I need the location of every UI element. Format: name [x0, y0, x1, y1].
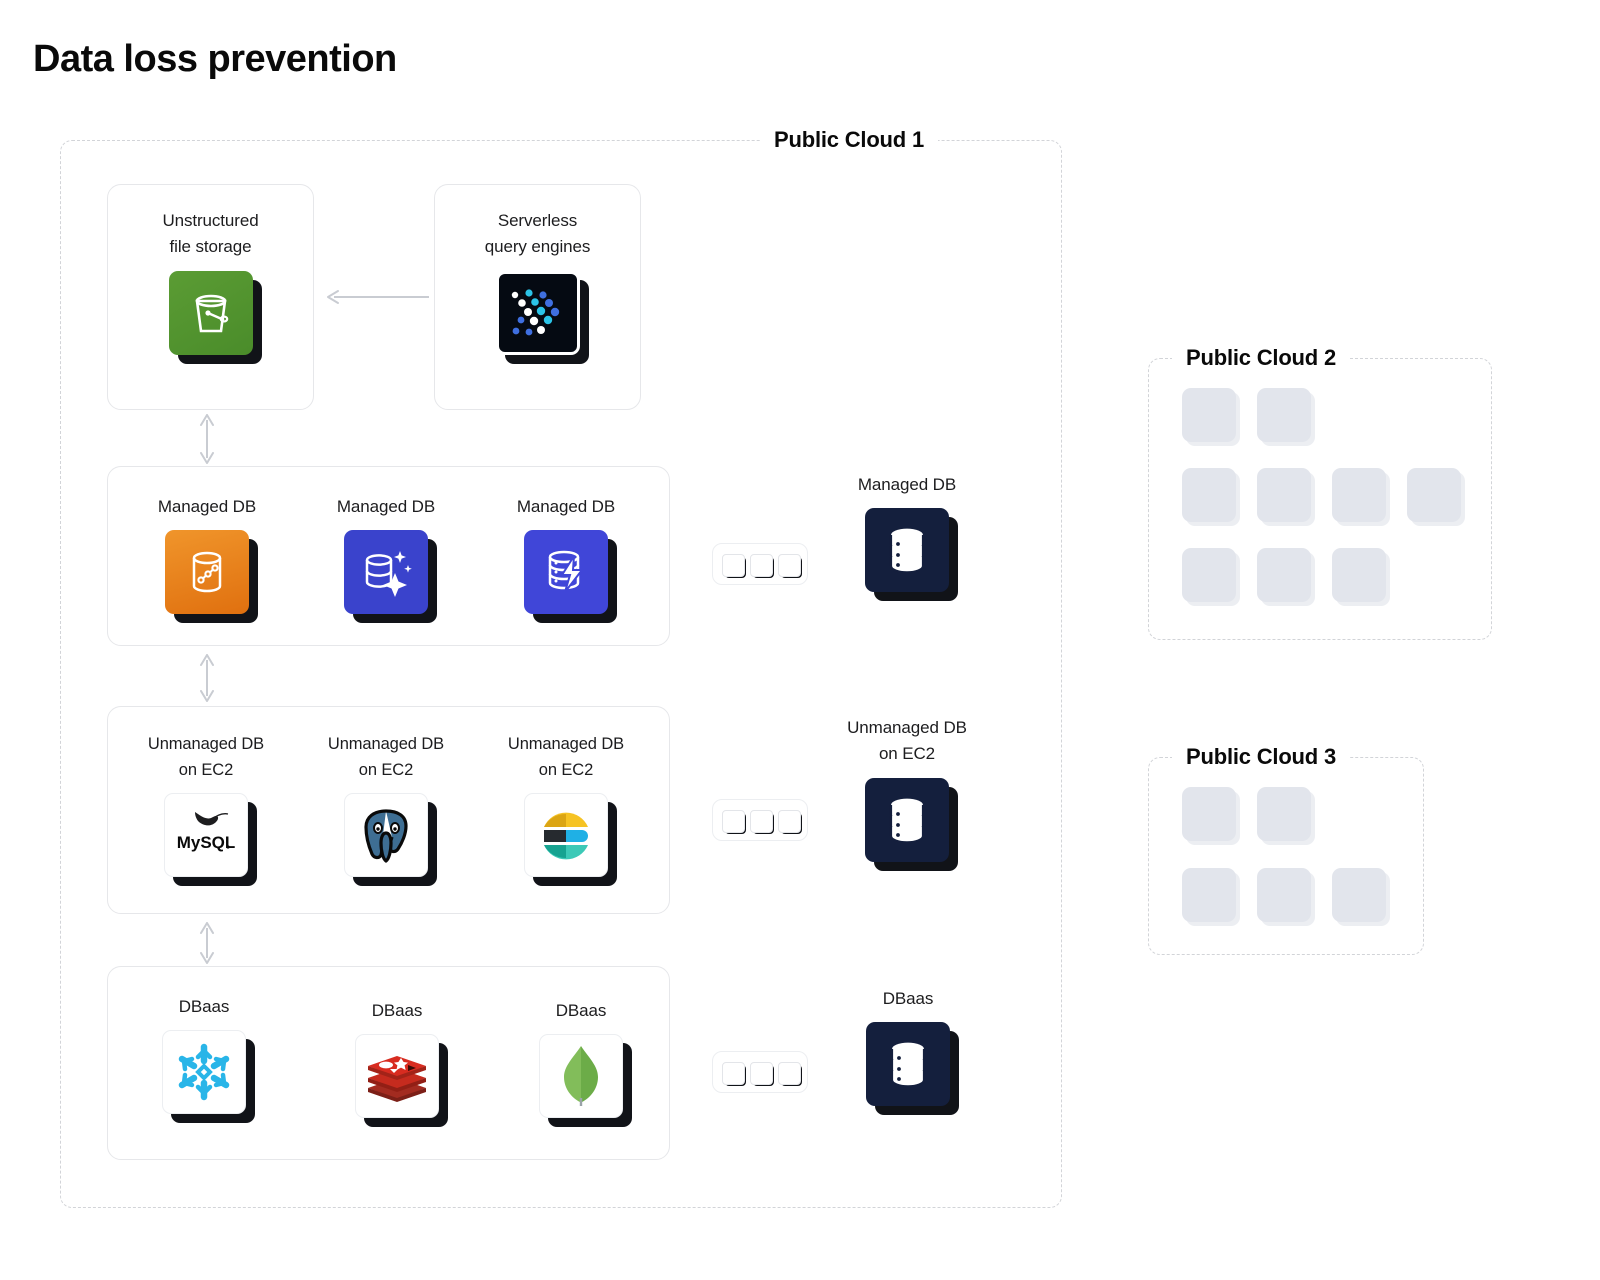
node-dbaas-redis[interactable]: DBaas: [327, 998, 467, 1128]
redshift-icon: [165, 530, 249, 615]
node-label: Unmanaged DB on EC2: [507, 735, 625, 779]
icon-stack: [866, 1022, 959, 1116]
s3-bucket-icon: [168, 270, 253, 355]
icon-stack: [539, 1034, 632, 1128]
chip-square: [749, 1061, 774, 1086]
icon-stack: [162, 1030, 255, 1124]
icon-stack: MySQL: [164, 793, 257, 887]
node-dbaas-mongodb[interactable]: DBaas: [511, 998, 651, 1128]
node-label: DBaas: [178, 997, 230, 1016]
mongodb-icon: [539, 1034, 623, 1119]
resource-chip-unmanaged[interactable]: [712, 799, 808, 841]
node-label: Managed DB: [336, 497, 436, 516]
node-aggregate-managed-db[interactable]: Managed DB: [837, 472, 977, 602]
public-cloud-2-label: Public Cloud 2: [1172, 347, 1350, 369]
placeholder-tile: [1332, 548, 1390, 606]
placeholder-tile: [1182, 868, 1240, 926]
page-title: Data loss prevention: [33, 38, 397, 80]
svg-text:MySQL: MySQL: [177, 833, 236, 852]
node-label: Managed DB: [516, 497, 616, 516]
placeholder-tile: [1257, 787, 1315, 845]
chip-square: [721, 553, 746, 578]
icon-stack: [495, 270, 589, 364]
cosmos-db-icon: [344, 530, 428, 615]
placeholder-tile: [1332, 868, 1390, 926]
node-label: DBaas: [371, 1001, 423, 1020]
database-bolt-icon: [524, 530, 608, 615]
placeholder-tile: [1257, 468, 1315, 526]
mysql-icon: MySQL: [164, 793, 248, 878]
public-cloud-1-label: Public Cloud 1: [760, 129, 938, 151]
athena-icon: [495, 270, 580, 355]
chip-square: [777, 1061, 802, 1086]
icon-stack: [524, 793, 617, 887]
arrow-storage-to-managed: [195, 414, 219, 464]
node-label: DBaas: [882, 989, 934, 1008]
chip-square: [721, 1061, 746, 1086]
node-aggregate-dbaas[interactable]: DBaas: [838, 986, 978, 1116]
icon-stack: [344, 530, 437, 624]
node-label: Managed DB: [157, 497, 257, 516]
icon-stack: [865, 777, 958, 871]
node-label: Unmanaged DB on EC2: [327, 735, 445, 779]
node-aggregate-unmanaged-db[interactable]: Unmanaged DB on EC2: [833, 715, 981, 871]
placeholder-tile: [1257, 548, 1315, 606]
node-label: Unmanaged DB on EC2: [847, 718, 967, 764]
arrow-unmanaged-to-dbaas: [195, 922, 219, 964]
database-icon: [865, 508, 949, 593]
node-label: Managed DB: [857, 475, 957, 494]
postgresql-icon: [344, 793, 428, 878]
icon-stack: [344, 793, 437, 887]
arrow-managed-to-unmanaged: [195, 654, 219, 702]
node-unmanaged-db-mysql[interactable]: Unmanaged DB on EC2 MySQL: [131, 732, 281, 887]
icon-stack: [165, 530, 258, 624]
node-serverless-query-engines[interactable]: Serverless query engines: [456, 208, 619, 364]
chip-square: [749, 809, 774, 834]
chip-square: [721, 809, 746, 834]
node-label: Serverless query engines: [484, 211, 591, 257]
redis-icon: [355, 1034, 439, 1119]
database-icon: [865, 777, 949, 862]
snowflake-icon: [162, 1030, 246, 1115]
node-label: Unstructured file storage: [162, 211, 259, 257]
node-unmanaged-db-postgresql[interactable]: Unmanaged DB on EC2: [311, 732, 461, 887]
elasticsearch-icon: [524, 793, 608, 878]
node-dbaas-snowflake[interactable]: DBaas: [134, 994, 274, 1124]
database-icon: [866, 1022, 950, 1107]
icon-stack: [865, 508, 958, 602]
placeholder-tile: [1182, 787, 1240, 845]
node-label: Unmanaged DB on EC2: [147, 735, 265, 779]
node-managed-db-redshift[interactable]: Managed DB: [137, 494, 277, 624]
placeholder-tile: [1332, 468, 1390, 526]
public-cloud-1-container: [60, 140, 1062, 1208]
placeholder-tile: [1182, 548, 1240, 606]
node-managed-db-cosmos[interactable]: Managed DB: [316, 494, 456, 624]
placeholder-tile: [1182, 468, 1240, 526]
resource-chip-managed[interactable]: [712, 543, 808, 585]
node-label: DBaas: [555, 1001, 607, 1020]
icon-stack: [355, 1034, 448, 1128]
icon-stack: [524, 530, 617, 624]
placeholder-tile: [1182, 388, 1240, 446]
node-unstructured-file-storage[interactable]: Unstructured file storage: [129, 208, 292, 364]
chip-square: [749, 553, 774, 578]
placeholder-tile: [1257, 868, 1315, 926]
node-managed-db-bolt[interactable]: Managed DB: [496, 494, 636, 624]
placeholder-tile: [1407, 468, 1465, 526]
node-unmanaged-db-elasticsearch[interactable]: Unmanaged DB on EC2: [491, 732, 641, 887]
chip-square: [777, 553, 802, 578]
placeholder-tile: [1257, 388, 1315, 446]
public-cloud-3-label: Public Cloud 3: [1172, 746, 1350, 768]
icon-stack: [168, 270, 262, 364]
chip-square: [777, 809, 802, 834]
arrow-serverless-to-storage: [326, 285, 430, 309]
resource-chip-dbaas[interactable]: [712, 1051, 808, 1093]
